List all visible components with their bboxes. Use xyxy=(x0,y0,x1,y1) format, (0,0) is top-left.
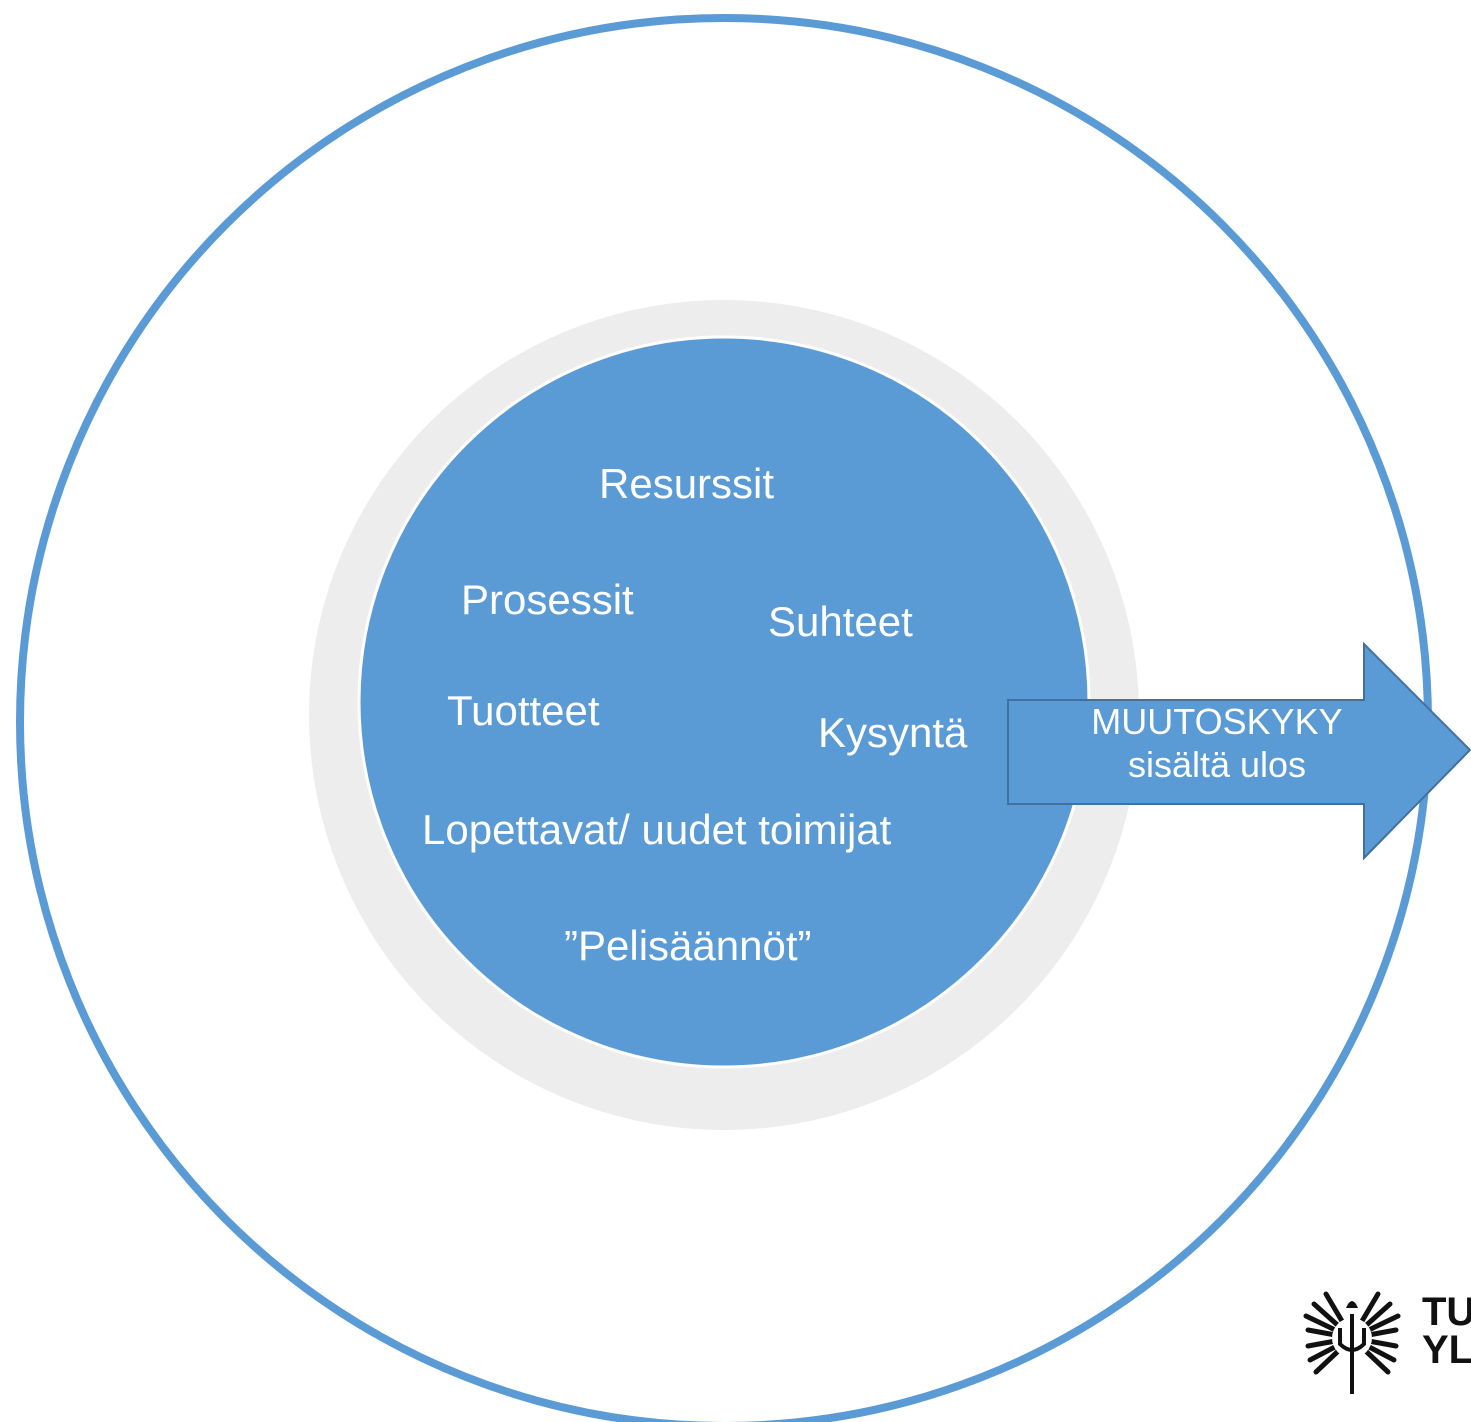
label-rules: ”Pelisäännöt” xyxy=(564,922,812,969)
university-emblem-icon xyxy=(1303,1291,1401,1394)
label-relations: Suhteet xyxy=(768,598,913,645)
label-processes: Prosessit xyxy=(461,576,634,623)
university-logo-text: TU YL xyxy=(1422,1293,1471,1369)
label-actors: Lopettavat/ uudet toimijat xyxy=(422,806,892,853)
label-products: Tuotteet xyxy=(447,687,600,734)
arrow-label: MUUTOSKYKY sisältä ulos xyxy=(1012,700,1422,786)
logo-line2: YL xyxy=(1422,1328,1471,1369)
change-arrow xyxy=(1007,641,1471,861)
arrow-label-line1: MUUTOSKYKY xyxy=(1091,701,1343,742)
label-demand: Kysyntä xyxy=(818,709,968,756)
label-resources: Resurssit xyxy=(599,460,775,507)
arrow-label-line2: sisältä ulos xyxy=(1127,744,1307,786)
logo-line1: TU xyxy=(1422,1293,1471,1334)
